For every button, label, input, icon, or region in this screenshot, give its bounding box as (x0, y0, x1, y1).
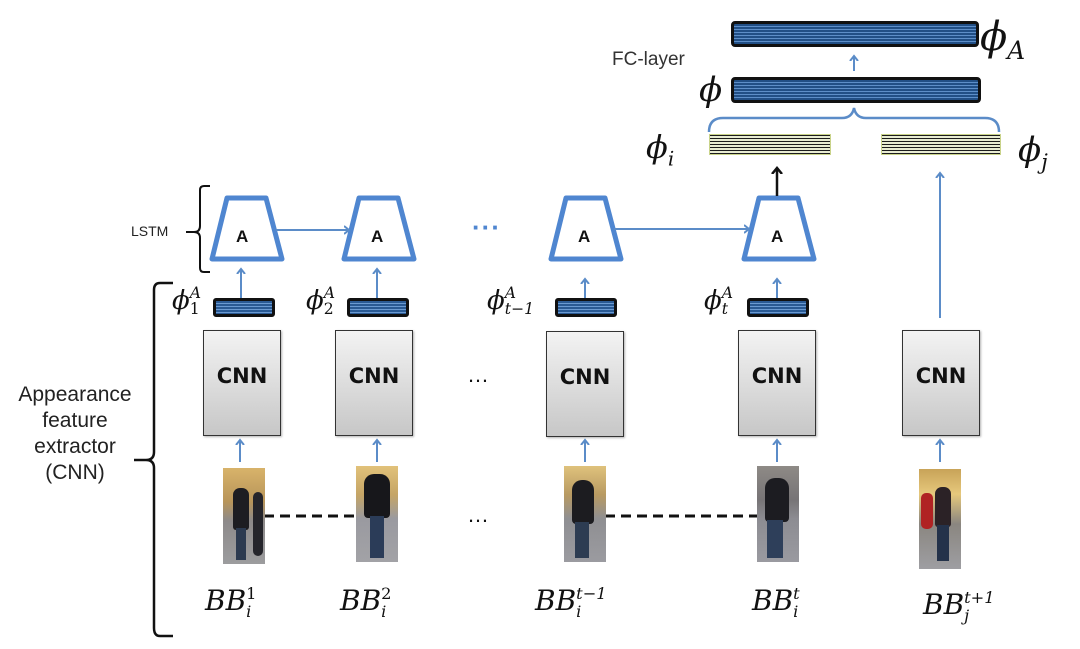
cnn-label: CNN (915, 364, 967, 388)
lstm-bracket (193, 185, 210, 273)
cnn-block-2: CNN (335, 330, 413, 436)
feature-vector-1 (213, 298, 275, 317)
cnn-block-5: CNN (902, 330, 980, 436)
lstm-cell-1 (209, 195, 285, 262)
output-feature-bar (731, 21, 979, 47)
lstm-label: LSTM (131, 223, 169, 239)
cnn-label: CNN (559, 365, 611, 389)
feature-vector-3 (555, 298, 617, 317)
feature-phi-j-bar (881, 134, 1001, 155)
appearance-label-line: feature (42, 409, 108, 432)
fc-layer-label: FC-layer (612, 49, 685, 70)
cnn-label: CNN (751, 364, 803, 388)
feature-vector-4 (747, 298, 809, 317)
image-ellipsis: … (467, 502, 489, 527)
bounding-box-image-5 (919, 469, 961, 569)
lstm-cell-2 (341, 195, 417, 262)
lstm-cell-label: A (371, 227, 384, 246)
cnn-block-1: CNN (203, 330, 281, 436)
bounding-box-image-3 (564, 466, 606, 562)
phi-A-label: ϕA (980, 14, 1026, 65)
concat-brace (707, 107, 1001, 133)
feature-vector-2 (347, 298, 409, 317)
lstm-cell-label: A (236, 227, 249, 246)
appearance-label-line: extractor (34, 435, 116, 458)
appearance-label-line: Appearance (18, 383, 132, 406)
phi-j-label: ϕj (1018, 130, 1048, 174)
bounding-box-image-1 (223, 468, 265, 564)
feature-phi-i-bar (709, 134, 831, 155)
bounding-box-image-4 (757, 466, 799, 562)
cnn-ellipsis: … (467, 362, 489, 387)
phi-label: ϕ (699, 70, 723, 110)
phi-i-label: ϕi (646, 128, 675, 171)
lstm-cell-label: A (771, 227, 784, 246)
cnn-block-3: CNN (546, 331, 624, 437)
lstm-cell-3 (548, 195, 624, 262)
appearance-label-line: (CNN) (45, 461, 105, 484)
bounding-box-image-2 (356, 466, 398, 562)
lstm-ellipsis: ··· (472, 212, 501, 242)
appearance-label: Appearance feature extractor (CNN) (0, 382, 150, 486)
lstm-cell-label: A (578, 227, 591, 246)
lstm-cell-4 (741, 195, 817, 262)
cnn-label: CNN (348, 364, 400, 388)
concatenated-feature-bar (731, 77, 981, 103)
cnn-label: CNN (216, 364, 268, 388)
appearance-bracket (145, 281, 173, 638)
cnn-block-4: CNN (738, 330, 816, 436)
